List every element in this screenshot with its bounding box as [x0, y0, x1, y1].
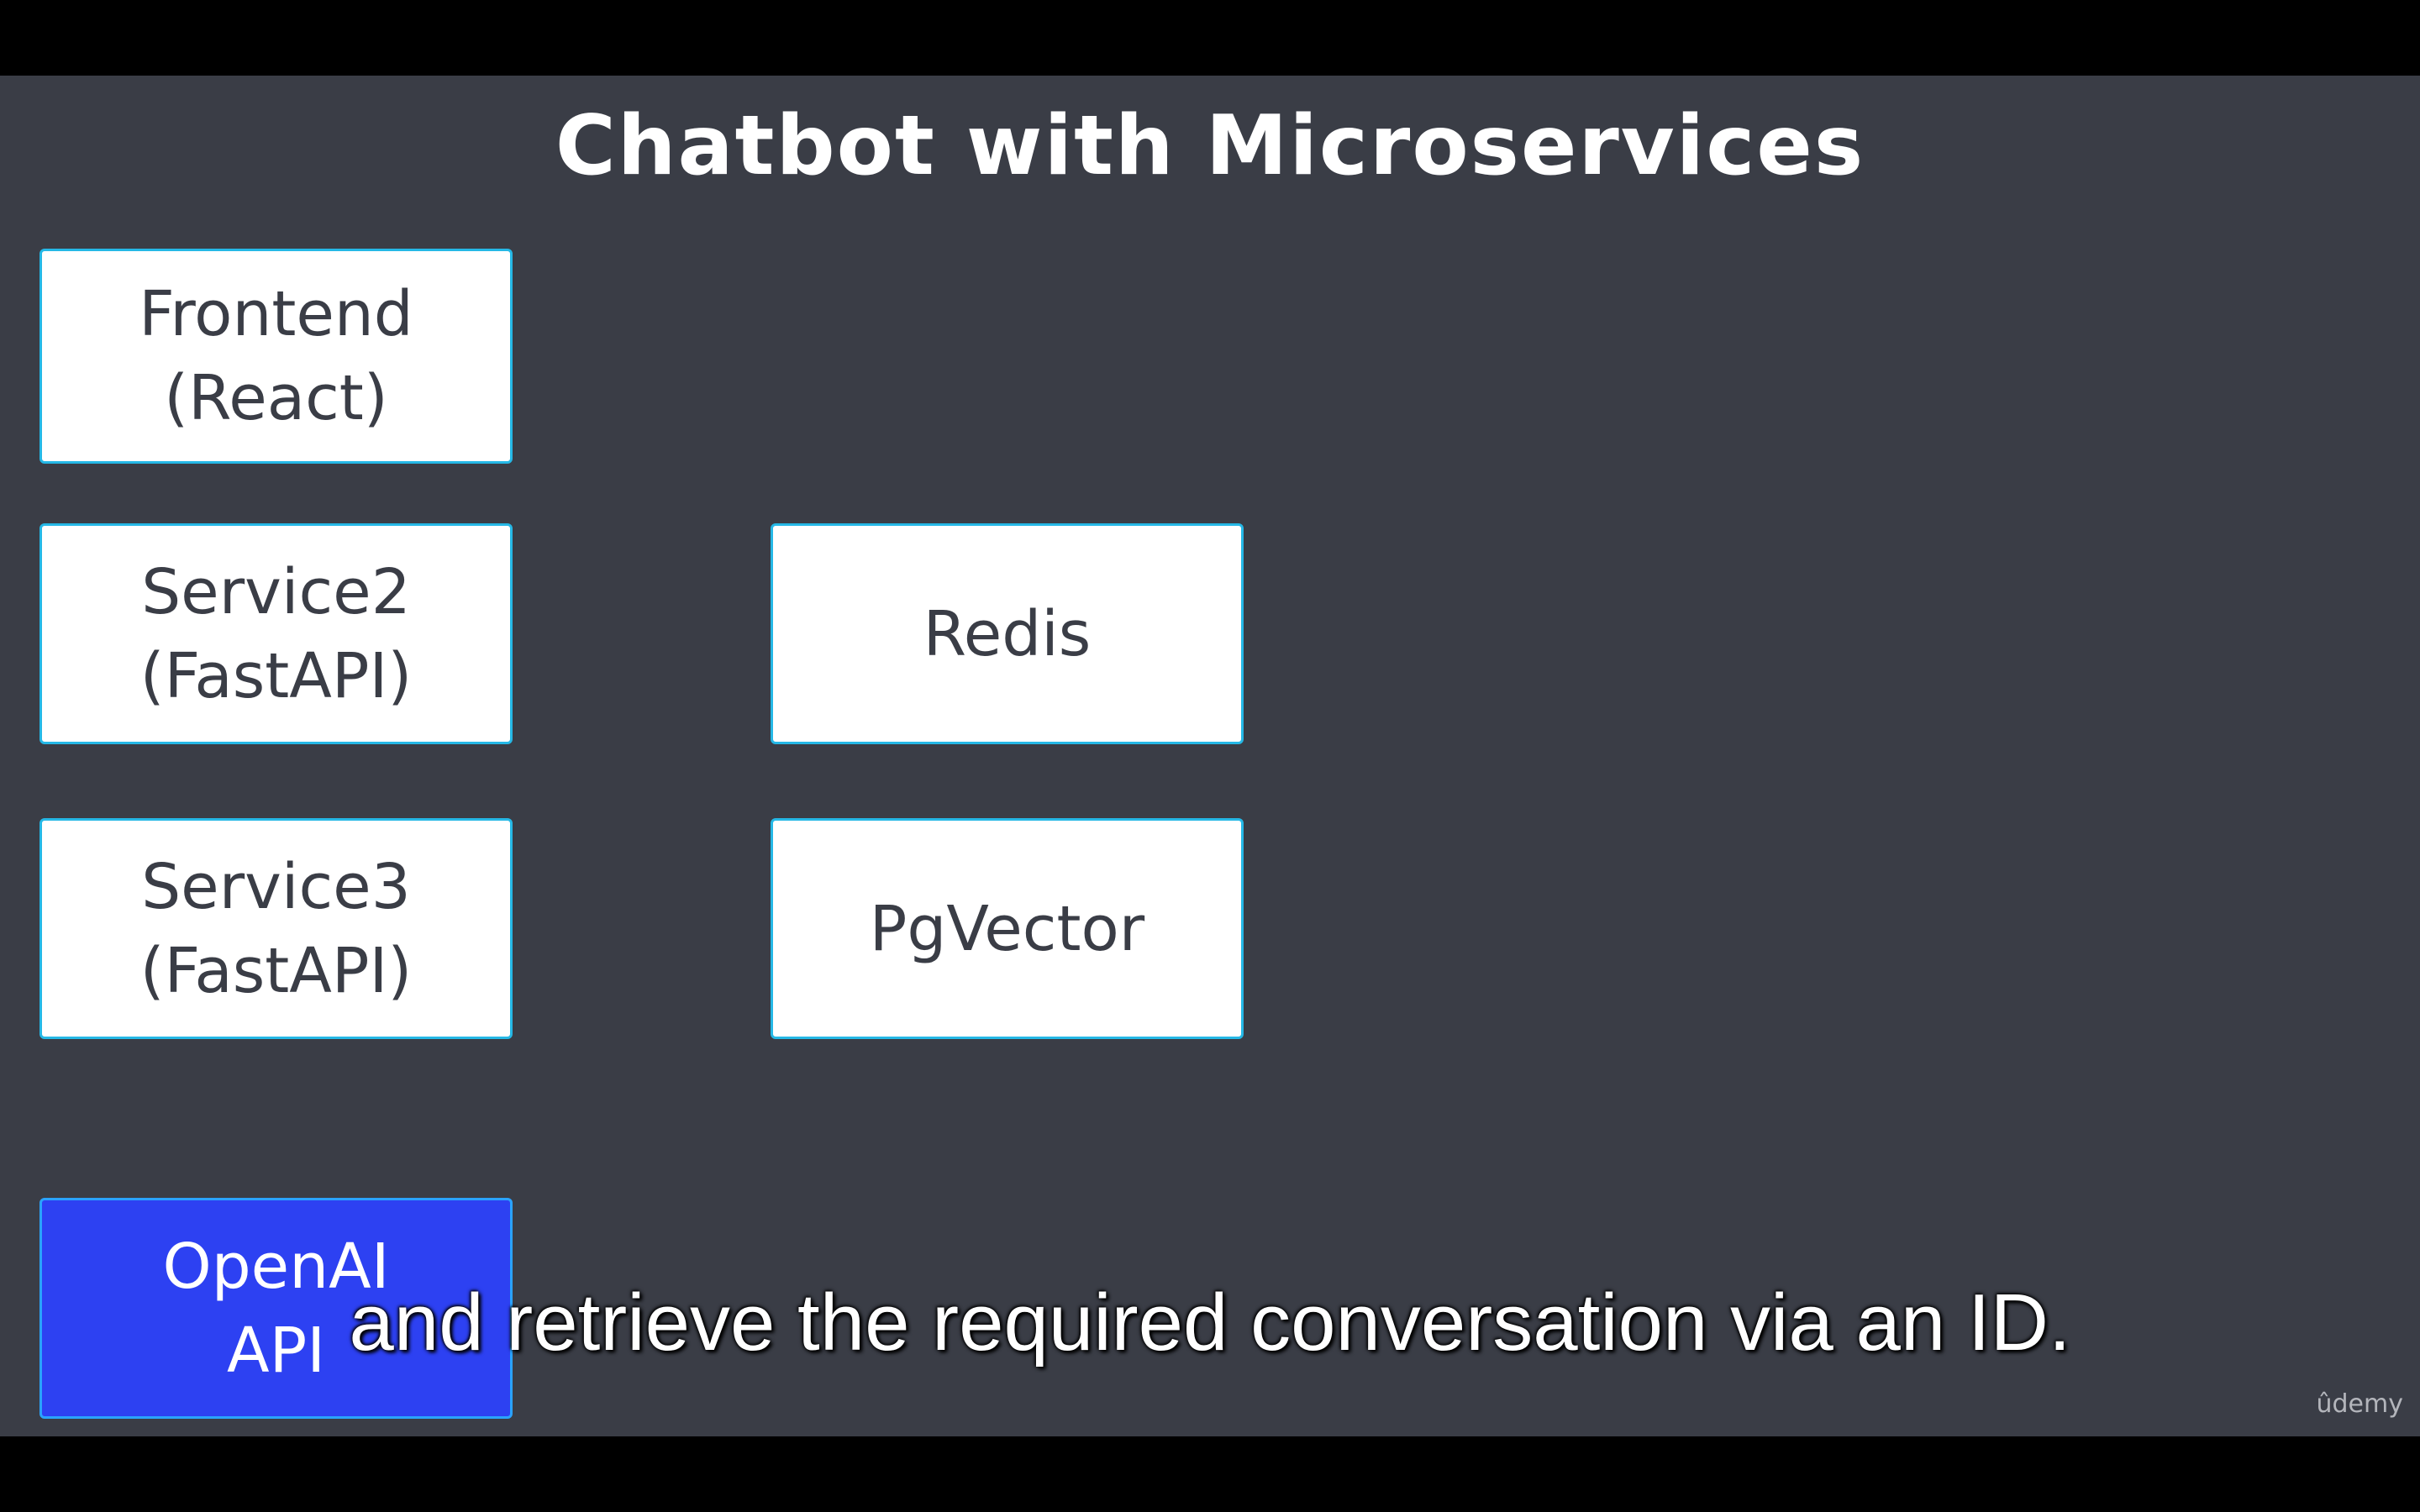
pgvector-box-label: PgVector — [869, 892, 1145, 965]
udemy-watermark: ûdemy — [2316, 1389, 2404, 1419]
openai-box-label: OpenAI API — [162, 1230, 390, 1387]
video-caption: and retrieve the required conversation v… — [349, 1278, 2071, 1368]
redis-box: Redis — [771, 523, 1244, 744]
frontend-react-box: Frontend (React) — [39, 249, 513, 464]
slide-canvas: Chatbot with Microservices Frontend (Rea… — [0, 76, 2420, 1436]
letterbox-top — [0, 0, 2420, 76]
pgvector-box: PgVector — [771, 818, 1244, 1039]
openai-api-box: OpenAI API — [39, 1198, 513, 1419]
redis-box-label: Redis — [923, 597, 1092, 670]
service2-fastapi-box: Service2 (FastAPI) — [39, 523, 513, 744]
letterbox-bottom — [0, 1436, 2420, 1512]
service3-box-label: Service3 (FastAPI) — [139, 850, 413, 1007]
service2-box-label: Service2 (FastAPI) — [139, 555, 413, 712]
slide-title: Chatbot with Microservices — [555, 98, 1865, 194]
service3-fastapi-box: Service3 (FastAPI) — [39, 818, 513, 1039]
frontend-box-label: Frontend (React) — [139, 278, 413, 434]
